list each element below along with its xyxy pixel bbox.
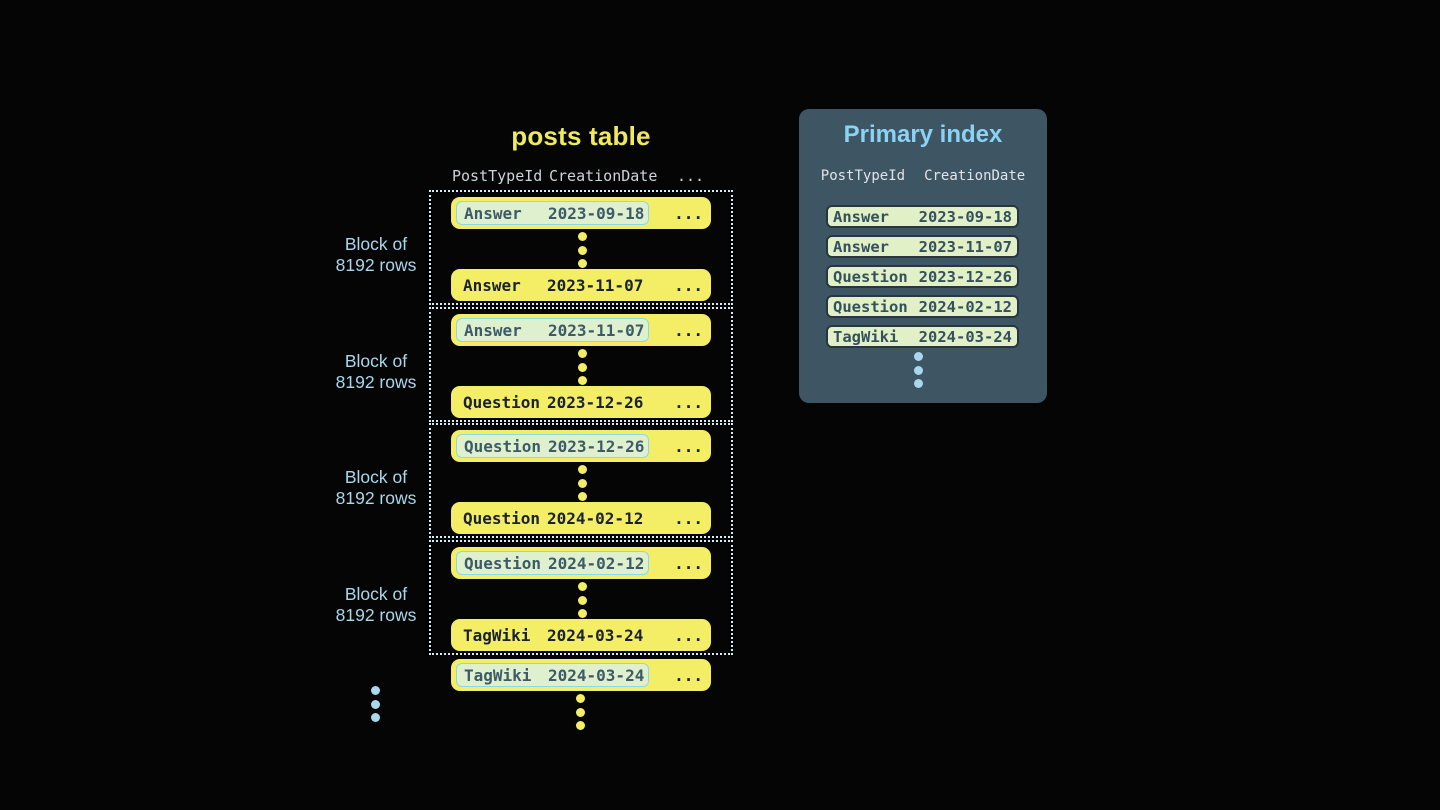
block-label-line1: Block of: [344, 234, 408, 254]
row-more-columns: ...: [674, 436, 703, 456]
cell-creationdate: 2023-12-26: [918, 267, 1012, 286]
vertical-ellipsis-dots: [914, 352, 923, 388]
block-label: Block of 8192 rows: [300, 351, 452, 393]
vertical-ellipsis-dots: [576, 694, 585, 730]
cell-creationdate: 2023-12-26: [548, 436, 645, 456]
cell-creationdate: 2024-02-12: [547, 508, 644, 528]
block-label-line2: 8192 rows: [335, 488, 417, 508]
primary-index-title: Primary index: [843, 121, 1003, 148]
row-block: Answer 2023-09-18 ... Answer 2023-11-07 …: [429, 190, 733, 305]
block-label-line2: 8192 rows: [335, 605, 417, 625]
cell-posttypeid: Question: [464, 553, 542, 573]
key-text: Answer 2023-11-07: [456, 273, 649, 297]
block-label-line1: Block of: [344, 467, 408, 487]
cell-posttypeid: Answer: [464, 203, 522, 223]
cell-creationdate: 2024-02-12: [918, 297, 1012, 316]
row-more-columns: ...: [674, 275, 703, 295]
primary-index-column-headers: PostTypeId CreationDate: [799, 168, 1047, 184]
table-row-first: Answer 2023-11-07 ...: [451, 314, 711, 346]
cell-posttypeid: TagWiki: [833, 327, 899, 346]
cell-posttypeid: TagWiki: [463, 625, 531, 645]
row-more-columns: ...: [674, 625, 703, 645]
posts-col-header-creationdate: CreationDate: [549, 167, 658, 185]
cell-posttypeid: Answer: [464, 320, 522, 340]
cell-posttypeid: Question: [833, 297, 908, 316]
index-entry: Answer 2023-11-07: [826, 235, 1019, 258]
vertical-ellipsis-dots: [578, 465, 587, 501]
table-row-first: Question 2024-02-12 ...: [451, 547, 711, 579]
cell-posttypeid: Answer: [463, 275, 521, 295]
vertical-ellipsis-dots: [578, 582, 587, 618]
cell-posttypeid: Question: [463, 508, 541, 528]
block-label: Block of 8192 rows: [300, 467, 452, 509]
block-label-line2: 8192 rows: [335, 372, 417, 392]
index-entry: Question 2024-02-12: [826, 295, 1019, 318]
row-block: Question 2023-12-26 ... Question 2024-02…: [429, 423, 733, 538]
cell-creationdate: 2024-03-24: [918, 327, 1012, 346]
block-label: Block of 8192 rows: [300, 584, 452, 626]
row-more-columns: ...: [674, 320, 703, 340]
cell-creationdate: 2023-11-07: [547, 275, 644, 295]
cell-posttypeid: Question: [464, 436, 542, 456]
block-label-line1: Block of: [344, 584, 408, 604]
table-row-last: Question 2023-12-26 ...: [451, 386, 711, 418]
table-row-last: Question 2024-02-12 ...: [451, 502, 711, 534]
indexed-key-highlight-box: Answer 2023-09-18: [456, 201, 649, 225]
row-more-columns: ...: [674, 553, 703, 573]
table-row-last: TagWiki 2024-03-24 ...: [451, 619, 711, 651]
row-block: Question 2024-02-12 ... TagWiki 2024-03-…: [429, 540, 733, 655]
cell-posttypeid: Question: [463, 392, 541, 412]
table-row-last: Answer 2023-11-07 ...: [451, 269, 711, 301]
cell-creationdate: 2024-03-24: [548, 665, 645, 685]
cell-creationdate: 2023-11-07: [918, 237, 1012, 256]
vertical-ellipsis-dots: [578, 349, 587, 385]
cell-creationdate: 2024-03-24: [547, 625, 644, 645]
cell-posttypeid: Question: [833, 267, 908, 286]
index-col-header-posttypeid: PostTypeId: [820, 168, 906, 184]
key-text: Question 2024-02-12: [456, 506, 649, 530]
cell-creationdate: 2023-12-26: [547, 392, 644, 412]
indexed-key-highlight-box: Answer 2023-11-07: [456, 318, 649, 342]
cell-posttypeid: Answer: [833, 207, 889, 226]
block-label: Block of 8192 rows: [300, 234, 452, 276]
cell-creationdate: 2023-09-18: [918, 207, 1012, 226]
cell-creationdate: 2023-09-18: [548, 203, 645, 223]
posts-col-header-more: ...: [677, 167, 705, 185]
posts-table-title: posts table: [511, 121, 651, 151]
posts-col-header-posttypeid: PostTypeId: [452, 167, 543, 185]
key-text: TagWiki 2024-03-24: [456, 623, 649, 647]
indexed-key-highlight-box: Question 2023-12-26: [456, 434, 649, 458]
index-col-header-creationdate: CreationDate: [924, 168, 1026, 184]
vertical-ellipsis-dots: [578, 232, 587, 268]
cell-creationdate: 2023-11-07: [548, 320, 645, 340]
table-row-first: Question 2023-12-26 ...: [451, 430, 711, 462]
cell-posttypeid: Answer: [833, 237, 889, 256]
index-entry: Question 2023-12-26: [826, 265, 1019, 288]
key-text: Question 2023-12-26: [456, 390, 649, 414]
cell-posttypeid: TagWiki: [464, 665, 532, 685]
block-label-line1: Block of: [344, 351, 408, 371]
indexed-key-highlight-box: TagWiki 2024-03-24: [456, 663, 649, 687]
block-label-line2: 8192 rows: [335, 255, 417, 275]
table-row-first: Answer 2023-09-18 ...: [451, 197, 711, 229]
row-more-columns: ...: [674, 392, 703, 412]
row-block: Answer 2023-11-07 ... Question 2023-12-2…: [429, 307, 733, 422]
row-more-columns: ...: [674, 203, 703, 223]
primary-index-panel: Primary index PostTypeId CreationDate An…: [799, 109, 1047, 403]
cell-creationdate: 2024-02-12: [548, 553, 645, 573]
index-entry: Answer 2023-09-18: [826, 205, 1019, 228]
vertical-ellipsis-dots: [371, 686, 380, 722]
indexed-key-highlight-box: Question 2024-02-12: [456, 551, 649, 575]
index-entry: TagWiki 2024-03-24: [826, 325, 1019, 348]
row-more-columns: ...: [674, 665, 703, 685]
row-more-columns: ...: [674, 508, 703, 528]
table-row-next-block-first: TagWiki 2024-03-24 ...: [451, 659, 711, 691]
